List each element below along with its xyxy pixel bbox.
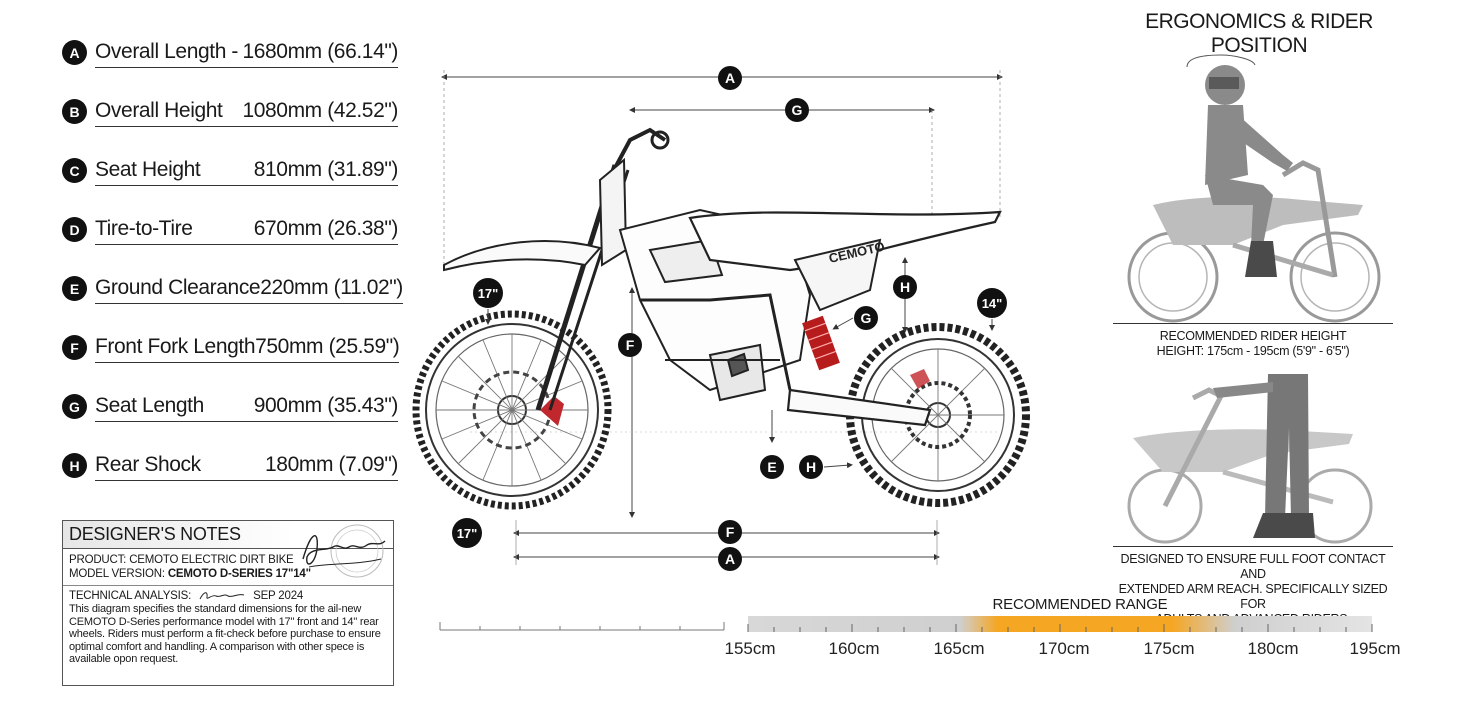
spec-badge: C (62, 158, 87, 183)
svg-text:G: G (792, 102, 803, 118)
svg-text:H: H (806, 459, 816, 475)
product-label: PRODUCT: (69, 554, 127, 566)
svg-text:F: F (626, 337, 635, 353)
svg-text:G: G (861, 310, 872, 326)
front-wheel (412, 310, 612, 510)
spec-value: 810mm (31.89") (253, 158, 399, 181)
notes-paragraph: This diagram specifies the standard dime… (69, 603, 381, 665)
spec-value: 180mm (7.09") (265, 453, 398, 476)
spec-value: 1080mm (42.52") (242, 99, 398, 122)
spec-label: Tire-to-Tire (95, 217, 193, 240)
spec-row-c: C Seat Height 810mm (31.89") (62, 154, 398, 213)
badge-a-bottom: A (718, 547, 742, 571)
spec-label: Seat Height (95, 158, 201, 181)
signature-stamp-icon (302, 524, 386, 578)
svg-text:E: E (767, 459, 776, 475)
tick-label-195: 195cm (1349, 639, 1400, 658)
bike-dimension-diagram: CEMOTO A G F E H G H F A 17" (412, 66, 1030, 571)
spec-label: Overall Length - (95, 40, 239, 63)
spec-row-g: G Seat Length 900mm (35.43") (62, 390, 398, 449)
spec-label: Ground Clearance (95, 276, 261, 299)
model-label: MODEL VERSION: (69, 568, 165, 580)
left-ruler (439, 622, 725, 631)
analysis-date: SEP 2024 (253, 590, 304, 602)
notes-title: DESIGNER'S NOTES (69, 524, 241, 544)
spec-badge: E (62, 276, 87, 301)
badge-a-top: A (718, 66, 742, 90)
model-value: CEMOTO D-SERIES 17"14" (167, 568, 311, 580)
svg-text:14": 14" (982, 296, 1003, 311)
spec-row-h: H Rear Shock 180mm (7.09") (62, 449, 398, 508)
signature-icon (199, 592, 245, 600)
svg-text:F: F (726, 524, 735, 540)
bike-frame (443, 127, 1002, 427)
spec-value: 1680mm (66.14") (242, 40, 398, 63)
tick-label-180: 180cm (1247, 639, 1298, 658)
badge-rear-wheel: 14" (977, 288, 1007, 331)
recommended-range-title: RECOMMENDED RANGE (992, 596, 1168, 613)
badge-g-shock: G (832, 306, 878, 330)
spec-value: 750mm (25.59") (255, 335, 400, 358)
spec-label: Rear Shock (95, 453, 201, 476)
spec-row-a: A Overall Length - 1680mm (66.14") (62, 36, 398, 95)
analysis-label: TECHNICAL ANALYSIS: (69, 590, 192, 602)
spec-row-f: F Front Fork Length 750mm (25.59") (62, 331, 400, 390)
svg-text:H: H (900, 279, 910, 295)
product-value: CEMOTO ELECTRIC DIRT BIKE (129, 554, 294, 566)
tick-label-160: 160cm (828, 639, 879, 658)
spec-badge: G (62, 394, 87, 419)
height-range-scale: 155cm 160cm 165cm 170cm 175cm 180cm 195c… (439, 616, 1401, 658)
spec-value: 900mm (35.43") (253, 394, 399, 417)
ergonomics-divider-2 (1113, 546, 1393, 547)
svg-text:17": 17" (478, 286, 499, 301)
svg-text:A: A (725, 551, 735, 567)
seated-rider-illustration (1127, 54, 1381, 323)
spec-label: Overall Height (95, 99, 223, 122)
svg-text:A: A (725, 70, 735, 86)
badge-front-wheel-top: 17" (473, 278, 503, 325)
standing-rider-illustration (1127, 374, 1373, 544)
spec-label: Seat Length (95, 394, 204, 417)
ergonomics-caption-1: RECOMMENDED RIDER HEIGHT HEIGHT: 175cm -… (1156, 329, 1350, 358)
spec-row-d: D Tire-to-Tire 670mm (26.38") (62, 213, 398, 272)
tick-label-175: 175cm (1143, 639, 1194, 658)
spec-badge: H (62, 453, 87, 478)
spec-row-b: B Overall Height 1080mm (42.52") (62, 95, 398, 154)
tick-label-165: 165cm (933, 639, 984, 658)
spec-value: 670mm (26.38") (253, 217, 399, 240)
range-bar-ticks (747, 624, 1373, 632)
tick-label-155: 155cm (724, 639, 775, 658)
ergonomics-divider-1 (1113, 323, 1393, 324)
spec-badge: A (62, 40, 87, 65)
spec-list: A Overall Length - 1680mm (66.14") B Ove… (62, 36, 403, 508)
badge-f-bottom: F (718, 520, 742, 544)
rear-shock (802, 315, 840, 371)
spec-row-e: E Ground Clearance 220mm (11.02") (62, 272, 403, 331)
badge-h-lower: H (799, 455, 853, 479)
dimension-g-top (629, 107, 935, 220)
designer-notes-box: DESIGNER'S NOTES PRODUCT: CEMOTO ELECTRI… (62, 520, 394, 686)
spec-value: 220mm (11.02") (260, 276, 403, 299)
spec-badge: D (62, 217, 87, 242)
badge-front-wheel-bottom: 17" (452, 518, 482, 548)
range-tick-labels: 155cm 160cm 165cm 170cm 175cm 180cm 195c… (724, 639, 1400, 658)
svg-text:17": 17" (457, 526, 478, 541)
badge-g-top: G (785, 98, 809, 122)
tick-label-170: 170cm (1038, 639, 1089, 658)
spec-badge: F (62, 335, 87, 360)
badge-e: E (760, 455, 784, 479)
badge-h-upper: H (893, 275, 917, 299)
ergonomics-title: ERGONOMICS & RIDER POSITION (1145, 10, 1373, 57)
spec-badge: B (62, 99, 87, 124)
badge-f-vertical: F (618, 333, 642, 357)
spec-label: Front Fork Length (95, 335, 256, 358)
